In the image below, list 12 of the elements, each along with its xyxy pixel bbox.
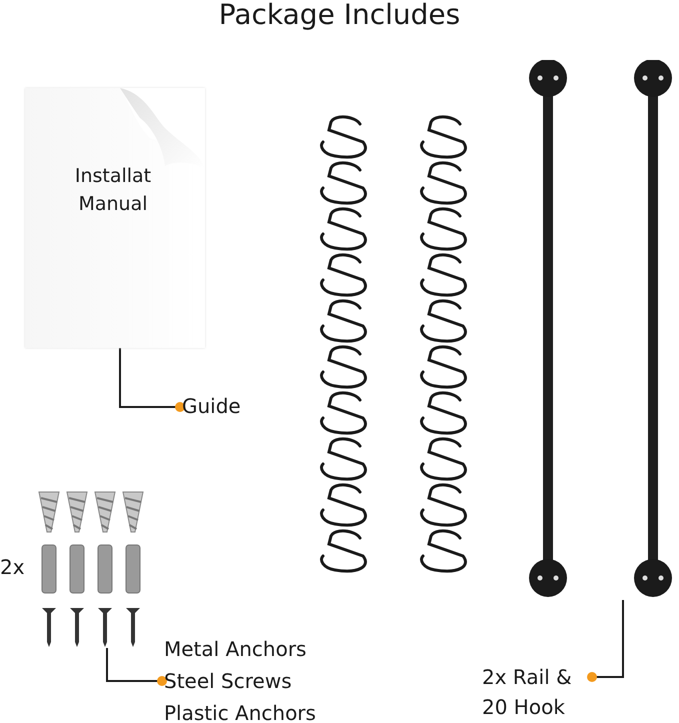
callout-text: 2x Rail & 20 Hook	[482, 664, 573, 721]
leader-line	[587, 600, 624, 682]
item-name: Steel Screws	[164, 668, 292, 695]
item-name: Metal Anchors	[164, 636, 306, 663]
item-name: Plastic Anchors	[164, 700, 316, 723]
title: Package Includes	[218, 0, 462, 31]
quantity-label: 2x	[0, 554, 25, 581]
leader-line	[106, 648, 167, 686]
callout-text: Guide	[182, 393, 241, 420]
manual-title: Installat Manual	[74, 164, 152, 217]
leader-line	[119, 348, 185, 412]
manual-sheet	[25, 88, 205, 348]
